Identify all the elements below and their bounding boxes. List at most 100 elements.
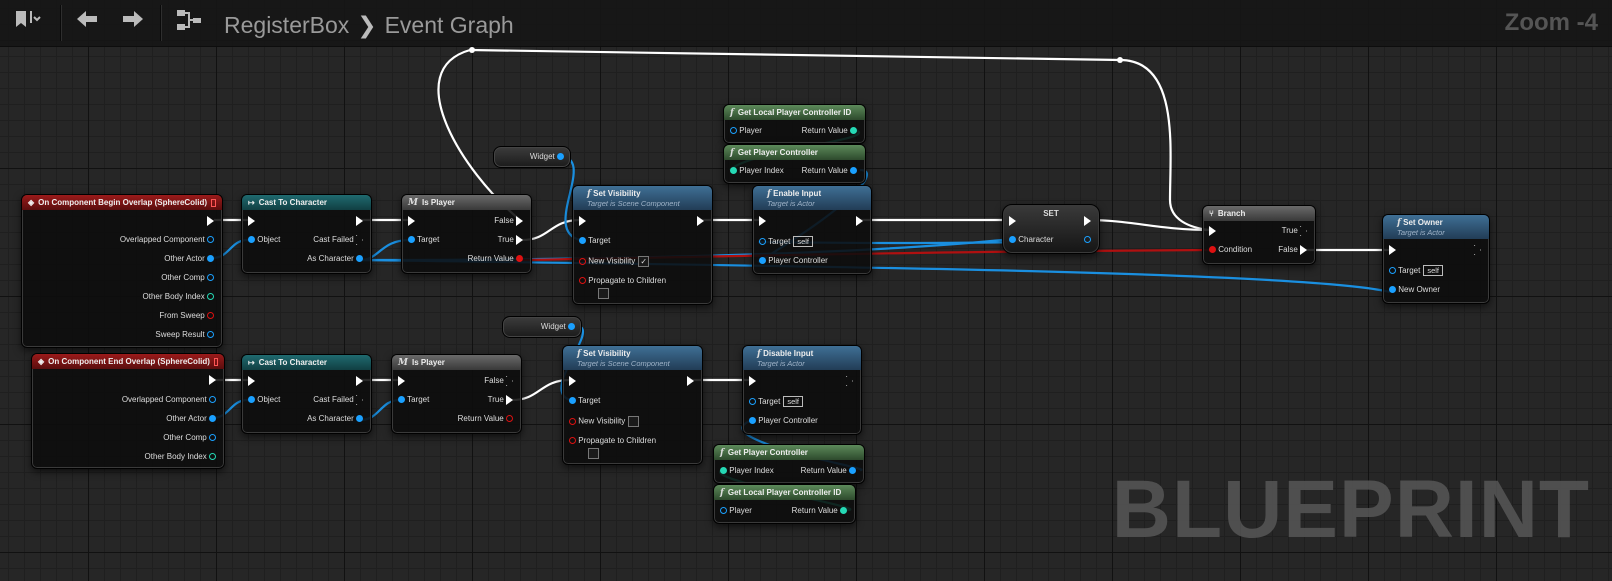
exec-in-pin[interactable] xyxy=(1209,226,1216,236)
self-default-field[interactable]: self xyxy=(783,396,803,407)
exec-out-pin[interactable] xyxy=(1084,216,1091,226)
exec-in-pin[interactable] xyxy=(1009,216,1016,226)
exec-out-pin[interactable] xyxy=(207,216,214,226)
object-pin[interactable] xyxy=(209,396,216,404)
exec-out-pin[interactable] xyxy=(506,395,513,405)
arrow-left-icon[interactable] xyxy=(70,8,104,38)
object-pin[interactable] xyxy=(398,396,405,404)
new-visibility-checkbox[interactable]: ✓ xyxy=(638,256,650,267)
end-overlap-event-node[interactable]: ◈On Component End Overlap (SphereColid) … xyxy=(31,353,225,469)
branch-node[interactable]: ⑂Branch True Condition False xyxy=(1202,205,1316,265)
exec-in-pin[interactable] xyxy=(569,376,576,386)
object-pin[interactable] xyxy=(557,153,564,161)
self-default-field[interactable]: self xyxy=(1423,265,1443,276)
object-pin[interactable] xyxy=(730,127,737,135)
object-pin[interactable] xyxy=(749,417,756,425)
bool-pin[interactable] xyxy=(579,277,586,285)
cast-to-character-node[interactable]: ↦Cast To Character Object Cast Failed As… xyxy=(241,354,372,434)
exec-out-pin[interactable] xyxy=(1300,245,1307,255)
object-pin[interactable] xyxy=(209,415,216,423)
struct-pin[interactable] xyxy=(207,331,214,339)
bool-pin[interactable] xyxy=(516,255,523,263)
object-pin[interactable] xyxy=(1084,236,1091,244)
object-pin[interactable] xyxy=(1389,286,1396,294)
exec-out-pin[interactable] xyxy=(356,216,363,226)
exec-out-pin[interactable] xyxy=(356,235,363,245)
exec-out-pin[interactable] xyxy=(697,216,704,226)
exec-in-pin[interactable] xyxy=(248,376,255,386)
bool-pin[interactable] xyxy=(1209,246,1216,254)
cast-to-character-node[interactable]: ↦Cast To Character Object Cast Failed As… xyxy=(241,194,372,274)
bool-pin[interactable] xyxy=(207,312,214,320)
object-pin[interactable] xyxy=(248,236,255,244)
object-pin[interactable] xyxy=(569,397,576,405)
arrow-right-icon[interactable] xyxy=(116,8,150,38)
object-pin[interactable] xyxy=(356,415,363,423)
exec-out-pin[interactable] xyxy=(856,216,863,226)
exec-out-pin[interactable] xyxy=(209,375,216,385)
exec-in-pin[interactable] xyxy=(759,216,766,226)
int-pin[interactable] xyxy=(730,167,737,175)
widget-variable-node[interactable]: Widget xyxy=(493,146,571,168)
graph-hierarchy-icon[interactable] xyxy=(172,8,208,38)
self-default-field[interactable]: self xyxy=(793,236,813,247)
exec-in-pin[interactable] xyxy=(398,376,405,386)
object-pin[interactable] xyxy=(248,396,255,404)
object-pin[interactable] xyxy=(759,257,766,265)
object-pin[interactable] xyxy=(408,236,415,244)
int-pin[interactable] xyxy=(207,293,214,301)
object-pin[interactable] xyxy=(749,398,756,406)
int-pin[interactable] xyxy=(720,467,727,475)
exec-in-pin[interactable] xyxy=(248,216,255,226)
object-pin[interactable] xyxy=(759,238,766,246)
object-pin[interactable] xyxy=(850,167,857,175)
exec-out-pin[interactable] xyxy=(506,376,513,386)
new-visibility-checkbox[interactable] xyxy=(628,416,640,427)
exec-out-pin[interactable] xyxy=(687,376,694,386)
bool-pin[interactable] xyxy=(579,258,586,265)
exec-in-pin[interactable] xyxy=(579,216,586,226)
exec-in-pin[interactable] xyxy=(1389,245,1396,255)
object-pin[interactable] xyxy=(1009,236,1016,244)
bool-pin[interactable] xyxy=(506,415,513,423)
object-pin[interactable] xyxy=(209,434,216,442)
exec-out-pin[interactable] xyxy=(1300,226,1307,236)
set-character-node[interactable]: SET Character xyxy=(1002,204,1100,254)
propagate-checkbox[interactable] xyxy=(588,448,599,459)
bool-pin[interactable] xyxy=(569,418,576,425)
begin-overlap-event-node[interactable]: ◈On Component Begin Overlap (SphereColid… xyxy=(21,194,223,348)
object-pin[interactable] xyxy=(720,507,727,515)
object-pin[interactable] xyxy=(356,255,363,263)
exec-in-pin[interactable] xyxy=(408,216,415,226)
exec-out-pin[interactable] xyxy=(356,395,363,405)
propagate-checkbox[interactable] xyxy=(598,288,609,299)
exec-out-pin[interactable] xyxy=(516,235,523,245)
object-pin[interactable] xyxy=(849,467,856,475)
bookmark-icon[interactable] xyxy=(8,8,48,38)
object-pin[interactable] xyxy=(207,274,214,282)
int-pin[interactable] xyxy=(209,453,216,461)
exec-out-pin[interactable] xyxy=(846,376,853,386)
int-pin[interactable] xyxy=(840,507,847,515)
exec-in-pin[interactable] xyxy=(749,376,756,386)
exec-out-pin[interactable] xyxy=(516,216,523,226)
bool-pin[interactable] xyxy=(569,437,576,445)
exec-out-pin[interactable] xyxy=(1474,245,1481,255)
breadcrumb-parent[interactable]: RegisterBox xyxy=(224,11,350,38)
exec-out-pin[interactable] xyxy=(356,376,363,386)
object-pin[interactable] xyxy=(568,323,575,331)
object-pin[interactable] xyxy=(207,255,214,263)
object-pin[interactable] xyxy=(207,236,214,244)
int-pin[interactable] xyxy=(850,127,857,135)
